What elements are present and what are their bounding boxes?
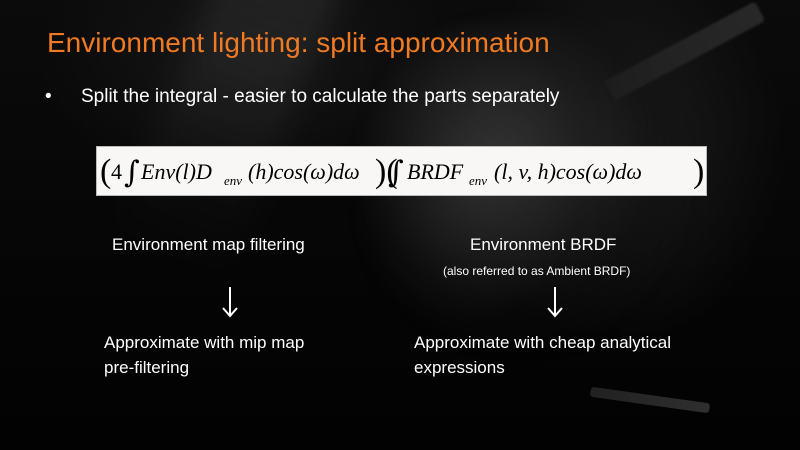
formula-right-subscript: env [469, 173, 487, 188]
formula-right-rest: (l, v, h)cos(ω)dω [494, 159, 642, 184]
formula-left-term: Env(l)D [140, 159, 212, 184]
formula-left-subscript: env [224, 173, 242, 188]
right-column-heading: Environment BRDF [470, 235, 617, 254]
bullet-text: Split the integral - easier to calculate… [81, 86, 560, 107]
left-result-line-2: pre-filtering [104, 358, 190, 377]
right-result-line-2: expressions [414, 358, 505, 377]
down-arrow-icon [222, 287, 238, 318]
formula-close-paren: ) [693, 153, 704, 190]
formula-graphic: ( 4 ∫ Env(l)D env (h)cos(ω)dω )( ∫ BRDF … [100, 153, 704, 190]
formula-open-paren: ( [100, 153, 111, 190]
slide-title: Environment lighting: split approximatio… [47, 27, 550, 58]
formula-middle-parens: )( [375, 153, 398, 190]
right-column-result: Approximate with cheap analytical expres… [414, 330, 671, 380]
formula-integral-left: ∫ [124, 155, 140, 190]
formula-box: ( 4 ∫ Env(l)D env (h)cos(ω)dω )( ∫ BRDF … [96, 146, 707, 196]
formula-left-rest: (h)cos(ω)dω [248, 159, 360, 184]
bullet-icon: • [45, 86, 52, 107]
formula-right-term: BRDF [407, 159, 464, 184]
bullet-item: • Split the integral - easier to calcula… [45, 86, 559, 108]
formula-left-factor: 4 [111, 159, 122, 184]
left-result-line-1: Approximate with mip map [104, 333, 305, 352]
right-result-line-1: Approximate with cheap analytical [414, 333, 672, 352]
right-column-note: (also referred to as Ambient BRDF) [443, 264, 631, 278]
down-arrow-icon [547, 287, 563, 318]
formula-integral-right: ∫ [388, 155, 404, 190]
left-column-result: Approximate with mip map pre-filtering [104, 330, 304, 380]
left-column-heading: Environment map filtering [112, 235, 305, 254]
